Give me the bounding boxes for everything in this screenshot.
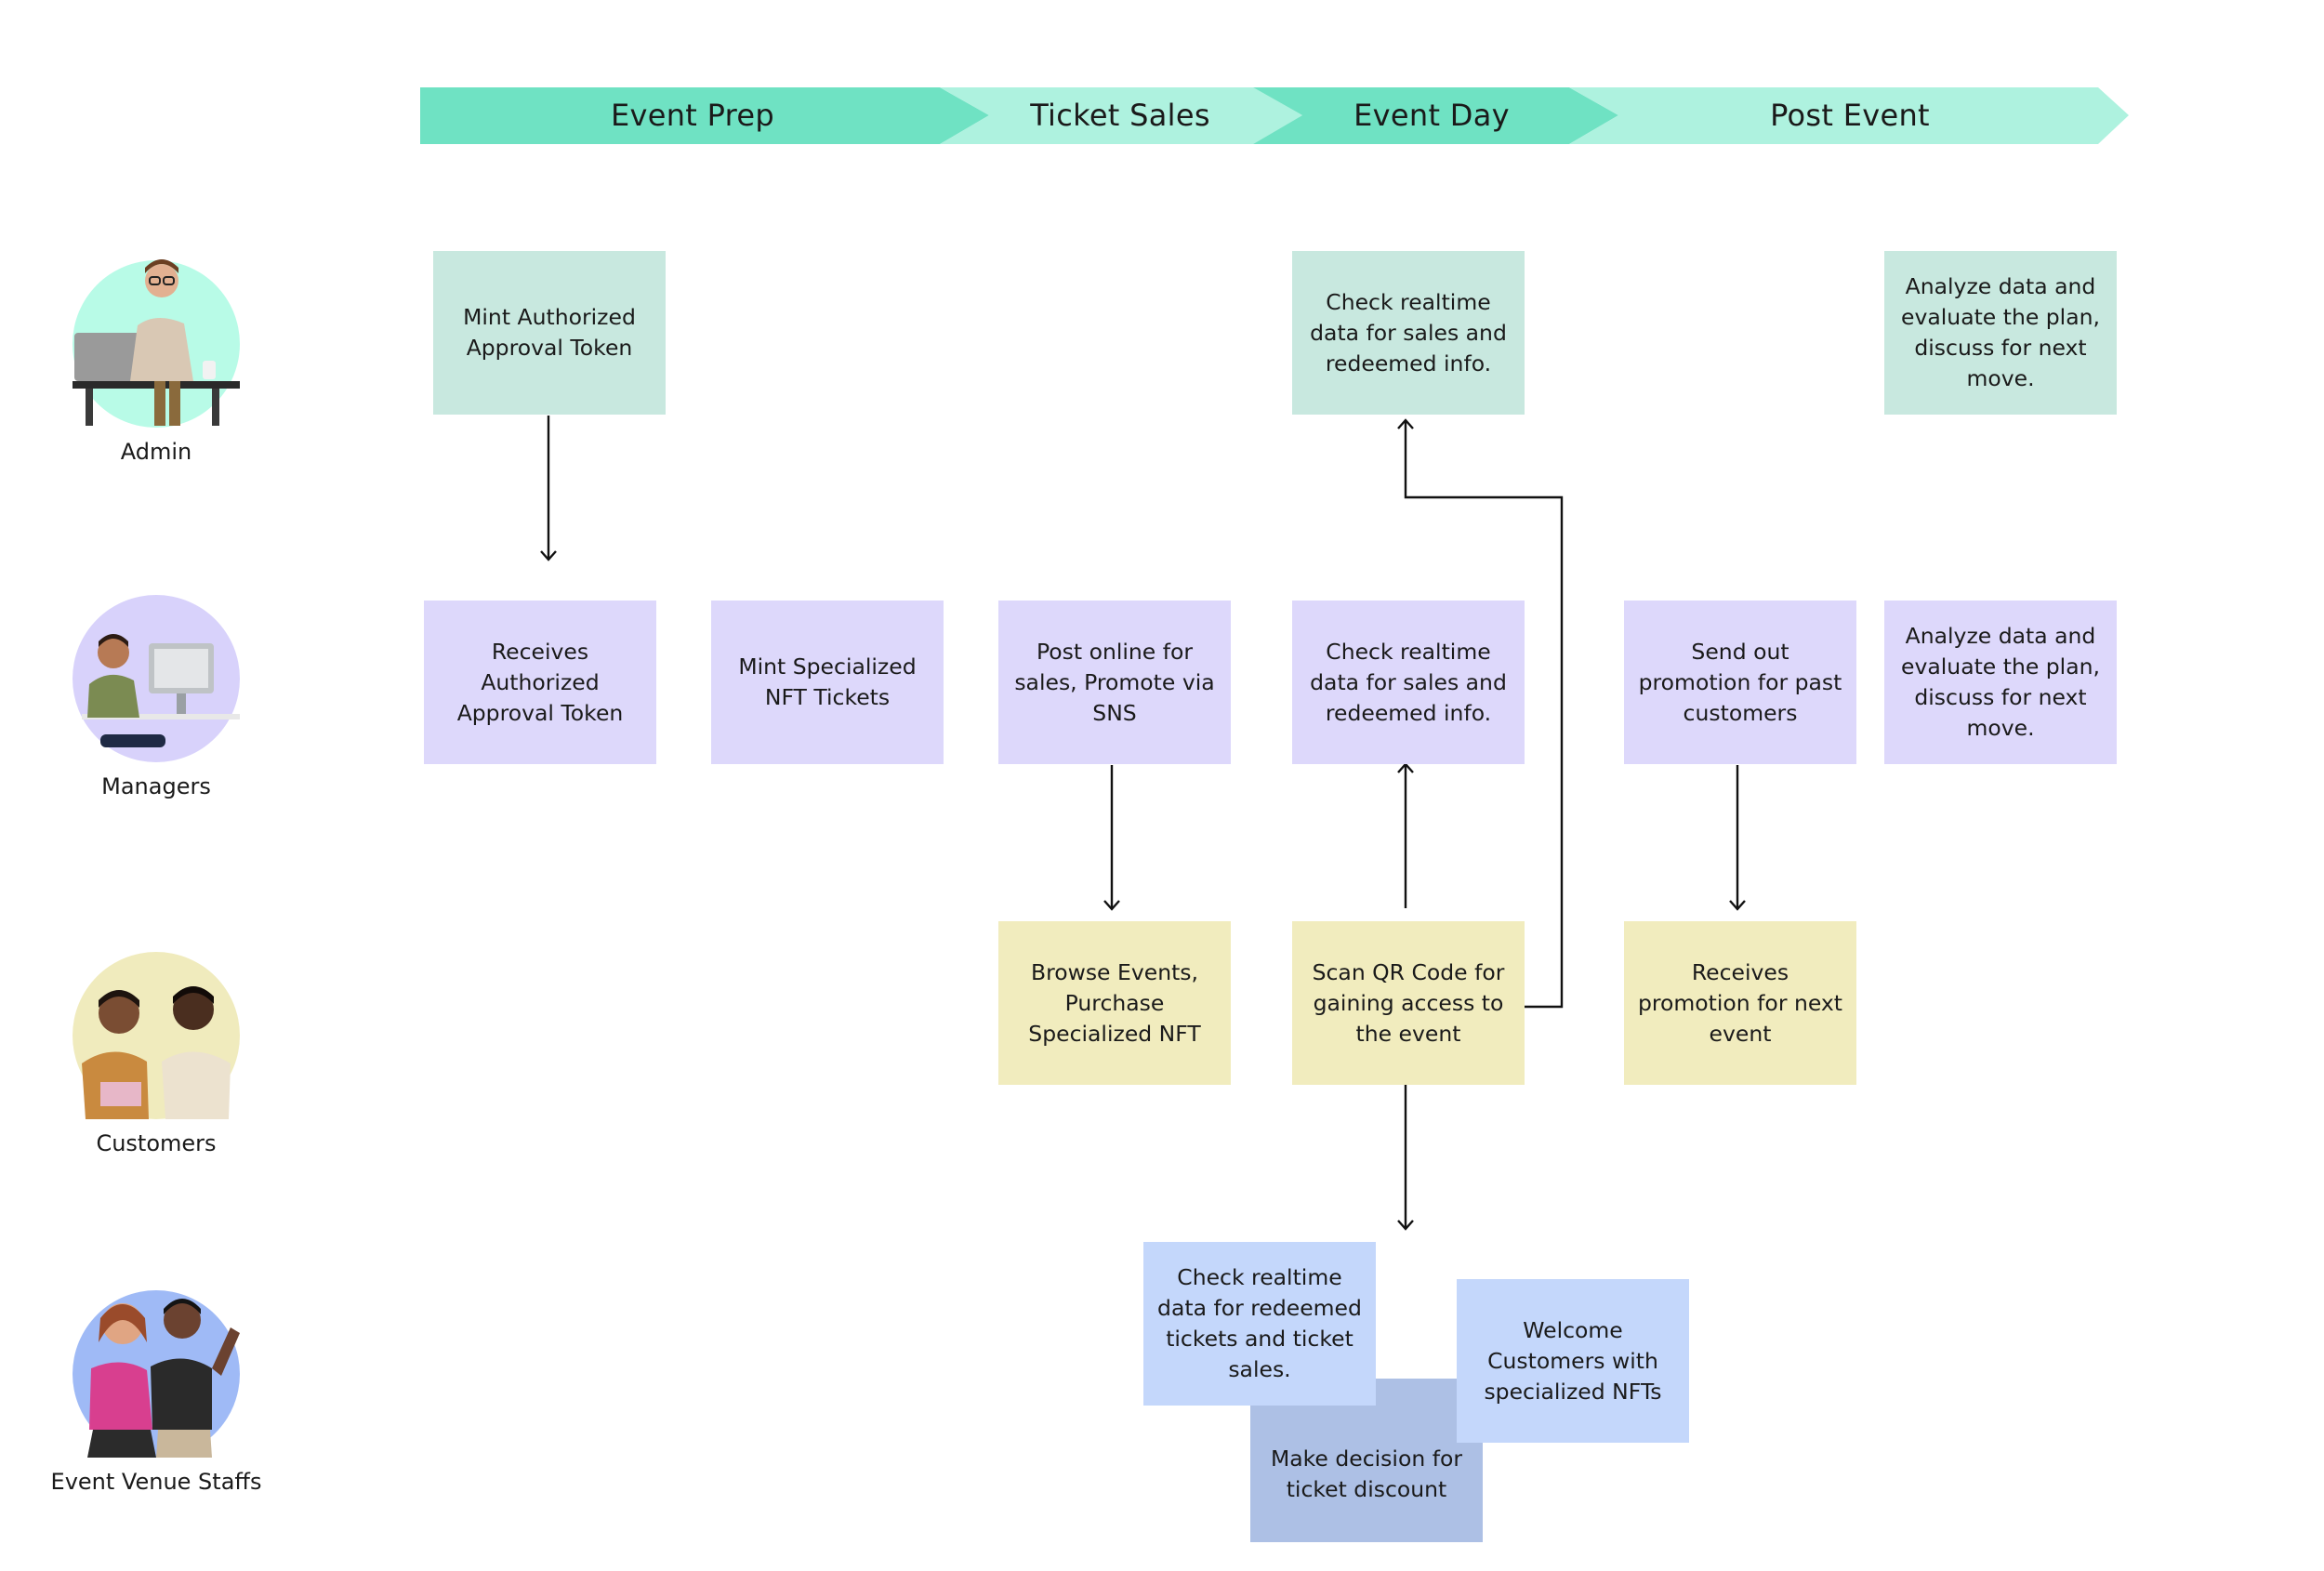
- phase-label-event-prep: Event Prep: [610, 98, 775, 133]
- card-cust-scan-qr: Scan QR Code for gaining access to the e…: [1292, 921, 1525, 1085]
- card-mgr-post-online: Post online for sales, Promote via SNS: [998, 601, 1231, 764]
- actor-label-admin: Admin: [120, 439, 192, 465]
- actor-label-event-venue-staffs: Event Venue Staffs: [50, 1469, 262, 1495]
- actor-customers: Customers: [35, 952, 277, 1156]
- card-admin-check-realtime: Check realtime data for sales and redeem…: [1292, 251, 1525, 415]
- phase-label-post-event: Post Event: [1770, 98, 1930, 133]
- admin-avatar: [73, 259, 240, 428]
- phase-arrow-post-event: [1569, 87, 2129, 144]
- phase-label-event-day: Event Day: [1353, 98, 1510, 133]
- actor-managers: Managers: [35, 595, 277, 799]
- card-mgr-send-promotion: Send out promotion for past customers: [1624, 601, 1856, 764]
- phase-arrow-event-day: [1253, 87, 1618, 144]
- actor-admin: Admin: [35, 259, 277, 465]
- managers-avatar: [73, 595, 240, 762]
- phase-arrow-event-prep: [420, 87, 989, 144]
- actor-event-venue-staffs: Event Venue Staffs: [35, 1290, 277, 1495]
- actor-label-managers: Managers: [101, 773, 211, 799]
- card-mgr-check-realtime: Check realtime data for sales and redeem…: [1292, 601, 1525, 764]
- phase-banner: [420, 87, 2129, 144]
- phase-label-ticket-sales: Ticket Sales: [1030, 98, 1210, 133]
- arrow-scan-to-admin-check: [1397, 418, 1564, 1009]
- card-mgr-analyze: Analyze data and evaluate the plan, disc…: [1884, 601, 2117, 764]
- staffs-avatar: [73, 1290, 240, 1458]
- actor-label-customers: Customers: [96, 1130, 217, 1156]
- card-staff-welcome: Welcome Customers with specialized NFTs: [1457, 1279, 1689, 1443]
- card-cust-browse-events: Browse Events, Purchase Specialized NFT: [998, 921, 1231, 1085]
- card-admin-mint-token: Mint Authorized Approval Token: [433, 251, 666, 415]
- card-staff-check-realtime: Check realtime data for redeemed tickets…: [1143, 1242, 1376, 1406]
- phase-arrow-ticket-sales: [940, 87, 1302, 144]
- card-admin-analyze: Analyze data and evaluate the plan, disc…: [1884, 251, 2117, 415]
- card-mgr-receives-token: Receives Authorized Approval Token: [424, 601, 656, 764]
- card-mgr-mint-nft: Mint Specialized NFT Tickets: [711, 601, 944, 764]
- card-cust-receives-promotion: Receives promotion for next event: [1624, 921, 1856, 1085]
- customers-avatar: [73, 952, 240, 1119]
- card-staff-make-decision: Make decision for ticket discount: [1250, 1379, 1483, 1542]
